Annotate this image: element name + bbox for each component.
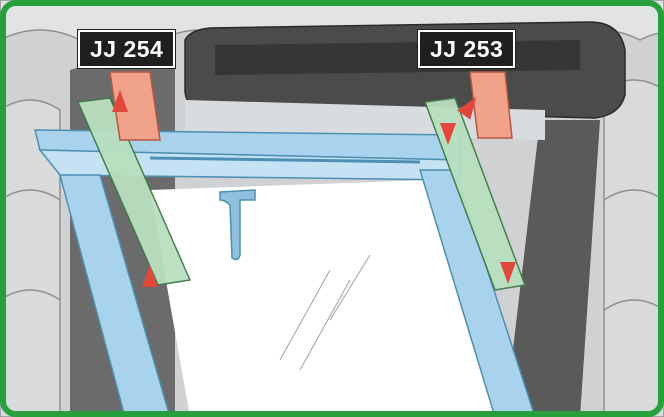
part-label-left: JJ 254 [78, 30, 176, 68]
arrows [112, 90, 516, 287]
down-arrow-icon [112, 90, 128, 112]
up-arrow-icon [500, 262, 516, 284]
down-arrow-icon [457, 96, 477, 120]
part-label-right: JJ 253 [418, 30, 516, 68]
up-arrow-icon [440, 123, 456, 145]
down-arrow-icon [142, 265, 158, 287]
trim-parts [76, 97, 527, 291]
window-handle [219, 189, 256, 261]
bracket-parts [109, 71, 513, 141]
